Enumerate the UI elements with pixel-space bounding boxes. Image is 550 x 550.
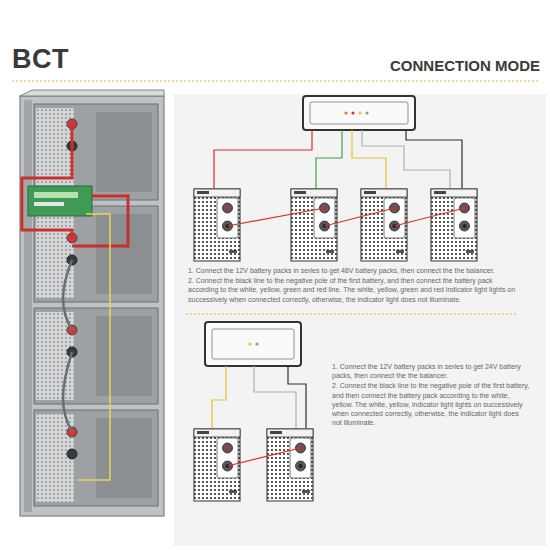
grey-cable-part: [63, 260, 72, 330]
balancer-unit-part: [303, 96, 415, 130]
grey-cable-part: [63, 352, 72, 432]
balancer-unit-part: [212, 329, 294, 359]
panel-ground: [174, 94, 546, 546]
battery-module-part: [96, 316, 152, 396]
battery-module-part: [34, 206, 158, 302]
battery-module-part: [34, 410, 158, 506]
balancer-board-part: [34, 202, 64, 206]
red-wire-part: [22, 124, 72, 238]
balance-wire: [212, 366, 306, 428]
section-divider: [186, 314, 516, 315]
battery-module-part: [96, 112, 152, 192]
balancer-board: [28, 186, 92, 216]
balance-wire-part: [288, 366, 306, 428]
balancer-unit-part: [351, 111, 354, 114]
section-heading: CONNECTION MODE: [300, 57, 540, 74]
balancer-board-part: [34, 192, 78, 198]
header-rule: [12, 80, 540, 81]
instruction-note: 1. Connect the 12V battery packs in seri…: [188, 266, 518, 275]
balance-wire-part: [406, 130, 462, 188]
battery-module-part: [34, 308, 158, 404]
series-link: [228, 448, 301, 466]
balance-wire-part: [214, 130, 312, 188]
battery-pack: [431, 189, 477, 261]
battery-module: [34, 206, 158, 302]
battery-pack: [267, 429, 313, 501]
balancer-unit: [303, 96, 415, 130]
battery-module: [34, 308, 158, 404]
red-wire-part: [72, 196, 128, 246]
balancer-unit-part: [248, 342, 251, 345]
page-title: BCT: [12, 44, 69, 75]
battery-module: [34, 410, 158, 506]
yellow-wire-part: [78, 214, 110, 480]
battery-module-part: [96, 418, 152, 498]
balancer-unit-part: [255, 342, 258, 345]
balancer-unit-part: [205, 322, 301, 366]
balance-wire-part: [212, 366, 226, 428]
balancer-unit-part: [365, 111, 368, 114]
series-link-part: [325, 208, 395, 226]
rack-illustration-part: [20, 96, 164, 516]
series-link-part: [395, 208, 465, 226]
balance-wire-part: [316, 130, 342, 188]
rack-illustration-part: [24, 100, 32, 512]
battery-module-part: [36, 210, 74, 298]
balancer-board-part: [28, 186, 92, 216]
series-link-part: [228, 448, 301, 466]
balancer-unit-part: [358, 111, 361, 114]
battery-module-part: [96, 214, 152, 294]
balance-wire-part: [352, 130, 386, 188]
red-wire: [22, 124, 128, 246]
balancer-unit-part: [344, 111, 347, 114]
instruction-note: 2. Connect the black line to the negativ…: [188, 276, 518, 304]
balancer-unit: [205, 322, 301, 366]
grey-cable: [63, 260, 72, 432]
instruction-note: 2. Connect the black line to the negativ…: [332, 381, 530, 427]
battery-module-part: [67, 449, 77, 459]
rack-illustration: [20, 90, 164, 516]
instruction-note: 1. Connect the 12V battery packs in seri…: [332, 362, 530, 380]
series-link-part: [228, 208, 325, 226]
yellow-wire: [78, 214, 110, 480]
rack-illustration-part: [20, 90, 164, 96]
balance-wire-part: [254, 366, 296, 428]
balancer-unit-part: [310, 102, 408, 124]
series-link: [228, 208, 465, 226]
balance-wire: [214, 130, 462, 188]
